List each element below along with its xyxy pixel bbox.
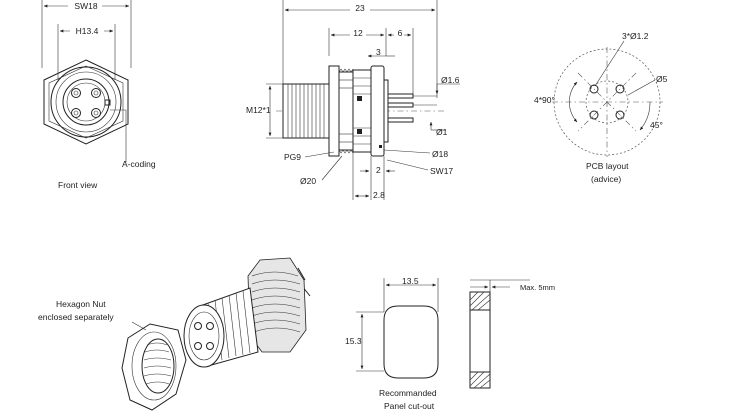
dim-12: 12 — [353, 28, 363, 38]
panel-cutout: 13.5 15.3 Recommanded Panel cut-out — [345, 276, 439, 411]
pcb-hole-4 — [615, 110, 625, 120]
contact-face — [62, 78, 110, 126]
hex-nut-label-2: enclosed separately — [38, 312, 114, 322]
pcb-holes-label: 3*Ø1.2 — [622, 31, 649, 41]
coding-key — [104, 99, 111, 106]
pin-2 — [387, 102, 414, 108]
pcb-layout: 3*Ø1.2 Ø5 4*90° 45° PCB layout (advice) — [534, 31, 668, 184]
dim-6: 6 — [398, 28, 403, 38]
dim-h13-4: H13.4 — [76, 26, 99, 36]
pin-3 — [387, 117, 414, 123]
pcb-hole-1 — [589, 84, 599, 94]
pcb-angle-45: 45° — [650, 120, 663, 130]
dim-pin-dia-1: Ø1 — [436, 127, 448, 137]
a-coding-label: A-coding — [122, 159, 156, 169]
contact-pin-4 — [91, 108, 101, 118]
cutout-height: 15.3 — [345, 336, 362, 346]
hex-outline — [43, 59, 129, 145]
dim-d20: Ø20 — [300, 176, 316, 186]
front-view-caption: Front view — [58, 180, 98, 190]
hexagon-nut — [121, 323, 187, 411]
dim-sw18: SW18 — [74, 1, 97, 11]
pcb-hole-3 — [589, 110, 599, 120]
dim-2: 2 — [376, 165, 381, 175]
dim-m12: M12*1 — [246, 105, 271, 115]
cutout-width: 13.5 — [402, 276, 419, 286]
cutout-shape — [383, 305, 439, 379]
dim-flange-18: Ø18 — [432, 149, 448, 159]
isometric-view: Hexagon Nut enclosed separately — [38, 257, 311, 411]
panel-max-thickness: Max. 5mm — [520, 283, 555, 292]
pcb-hole-2 — [615, 84, 625, 94]
panel-section: Max. 5mm — [469, 279, 555, 389]
pcb-caption-1: PCB layout — [586, 161, 629, 171]
nut-section — [370, 65, 385, 157]
cutout-caption-1: Recommanded — [379, 388, 437, 398]
connector-3d — [183, 257, 311, 368]
threaded-front — [282, 83, 330, 139]
pin-1 — [387, 93, 414, 99]
dim-pin-dia-1-6: Ø1.6 — [441, 75, 460, 85]
contact-pin-3 — [71, 108, 81, 118]
contact-pin-2 — [91, 88, 101, 98]
contact-pin-1 — [71, 88, 81, 98]
dim-2-8: 2.8 — [373, 190, 385, 200]
pcb-caption-2: (advice) — [591, 174, 621, 184]
front-view: SW18 H13.4 A-coding Front view — [41, 0, 156, 190]
side-view: 23 12 6 3 M12*1 — [246, 0, 460, 200]
pcb-d5-label: Ø5 — [656, 74, 668, 84]
dim-sw17: SW17 — [430, 166, 453, 176]
hex-nut-label-1: Hexagon Nut — [56, 299, 106, 309]
dim-23: 23 — [355, 3, 365, 13]
pcb-angle-4x90: 4*90° — [534, 95, 555, 105]
dim-3: 3 — [376, 47, 381, 57]
dim-pg9: PG9 — [284, 152, 301, 162]
cutout-caption-2: Panel cut-out — [384, 401, 435, 411]
